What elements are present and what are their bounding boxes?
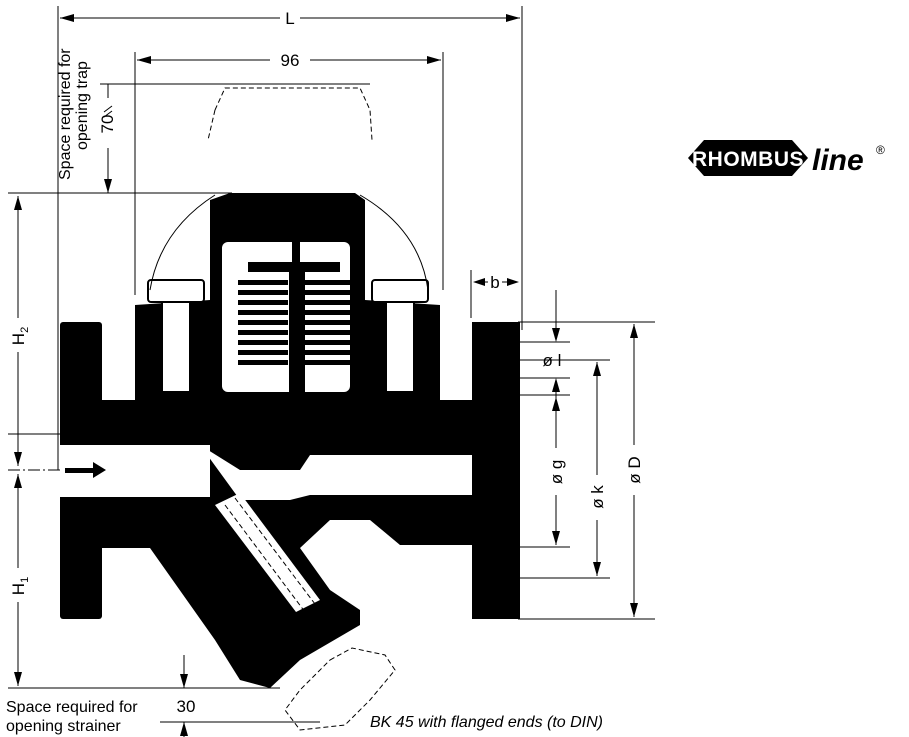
logo-suffix: line xyxy=(812,144,864,177)
dim-70: 70 xyxy=(98,115,117,134)
svg-text:H1: H1 xyxy=(9,577,31,595)
logo-word: RHOMBUS xyxy=(692,148,804,171)
dim-phi-g: ø g xyxy=(547,460,566,485)
dimension-lines xyxy=(8,6,655,737)
strainer-screen xyxy=(215,493,320,613)
rhombus-line-logo: RHOMBUS line ® xyxy=(688,140,885,177)
svg-text:H2: H2 xyxy=(9,327,31,345)
bellows-rib xyxy=(238,300,288,305)
bellows-rib xyxy=(238,330,288,335)
bellows-rib xyxy=(238,280,288,285)
logo-registered-mark: ® xyxy=(876,143,885,157)
bonnet-removal-outline xyxy=(207,87,373,141)
bellows-rib xyxy=(305,290,355,295)
bellows-rib xyxy=(238,290,288,295)
dim-H2: H2 xyxy=(9,327,31,345)
note-strainer-line1: Space required for xyxy=(6,699,138,716)
dim-phi-k: ø k xyxy=(588,485,607,509)
dim-H1: H1 xyxy=(9,577,31,595)
dim-96: 96 xyxy=(281,51,300,70)
figure-caption: BK 45 with flanged ends (to DIN) xyxy=(370,714,603,731)
notes: Space required for opening trap Space re… xyxy=(6,48,138,735)
svg-text:Space required for: Space required for xyxy=(57,48,74,180)
bellows-rib xyxy=(305,330,355,335)
bonnet-bolt-left xyxy=(147,279,205,393)
svg-text:70: 70 xyxy=(98,115,117,134)
bellows-rib xyxy=(238,310,288,315)
dim-phi-D: ø D xyxy=(625,456,644,483)
bellows-rib xyxy=(238,350,288,355)
valve-cross-section xyxy=(60,193,520,688)
svg-text:opening trap: opening trap xyxy=(74,61,91,150)
thermostatic-capsule xyxy=(238,235,355,450)
note-trap: Space required for opening trap xyxy=(57,48,91,180)
bonnet-bolt-right xyxy=(371,279,429,393)
flange-holes xyxy=(472,344,520,599)
bellows-rib xyxy=(305,340,355,345)
bellows-rib xyxy=(238,360,288,365)
dim-L: L xyxy=(285,9,294,28)
dim-b: b xyxy=(490,273,499,292)
note-strainer-line2: opening strainer xyxy=(6,718,121,735)
strainer-cap-removal-outline xyxy=(284,647,396,731)
dim-30: 30 xyxy=(177,697,196,716)
bellows-rib xyxy=(305,310,355,315)
bellows-rib xyxy=(305,280,355,285)
bellows-rib xyxy=(305,320,355,325)
bellows-rib xyxy=(305,360,355,365)
dim-phi-l: ø l xyxy=(543,351,562,370)
bellows-rib xyxy=(238,320,288,325)
bellows-rib xyxy=(305,350,355,355)
bellows-rib xyxy=(305,300,355,305)
logo-rhombus-shape xyxy=(688,140,808,176)
bellows-rib xyxy=(238,340,288,345)
dimension-labels: L 96 b ø l ø g ø k ø D 70 H2 H1 30 xyxy=(9,8,644,716)
